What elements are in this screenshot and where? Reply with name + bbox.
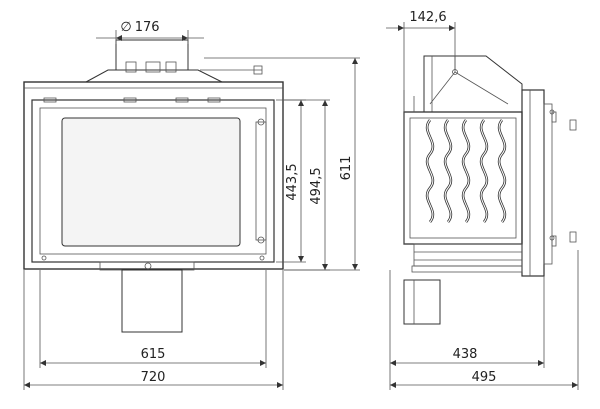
total-width-value: 720 (141, 370, 166, 385)
side-view (403, 55, 577, 325)
front-glass-window (61, 117, 241, 247)
front-view (23, 39, 284, 333)
diameter-symbol: ∅ (120, 20, 131, 35)
opening-height-value: 443,5 (285, 163, 300, 200)
dim-side-total-depth: 495 (389, 250, 579, 390)
dim-total-height: 611 (204, 57, 360, 271)
front-housing (23, 81, 284, 270)
dim-flue-diameter: ∅ 176 (96, 20, 204, 44)
dim-side-inner-depth: 438 (389, 270, 545, 368)
svg-text:∅176: ∅ 176 (120, 20, 159, 35)
side-door-plate (521, 89, 545, 277)
inner-width-value: 615 (141, 347, 166, 362)
side-ash-area (413, 243, 523, 267)
side-flue-offset-value: 142,6 (409, 10, 446, 25)
dim-inner-width: 615 (39, 270, 267, 368)
side-total-depth-value: 495 (472, 370, 497, 385)
side-inner-depth-value: 438 (453, 347, 478, 362)
front-air-box (121, 269, 183, 333)
dim-side-flue-offset: 142,6 (386, 10, 456, 112)
dim-total-width: 720 (23, 270, 284, 390)
frame-height-value: 494,5 (309, 167, 324, 204)
total-height-value: 611 (339, 156, 354, 181)
flue-diameter-value: 176 (135, 20, 160, 35)
side-air-inlet (403, 279, 441, 325)
door-handle (255, 121, 267, 241)
dim-opening-height: 443,5 (276, 99, 306, 263)
